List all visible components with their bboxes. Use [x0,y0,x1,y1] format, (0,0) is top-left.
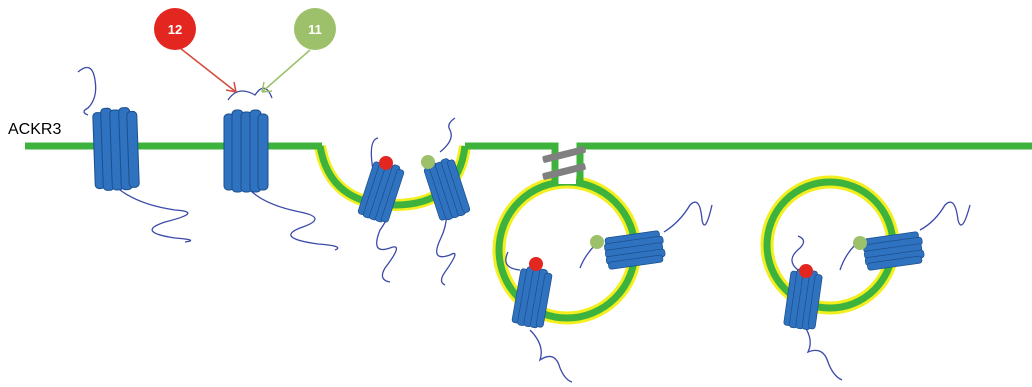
endosome-receptor-red [782,235,843,381]
pit-receptor-green [421,117,472,286]
ligand-12-endosome [799,264,813,278]
receptor-label: ACKR3 [8,121,61,138]
ackr3-receptor-unbound [77,66,192,243]
ligand-12-bound [379,156,393,170]
ligand-11-marker [294,8,336,50]
vesicle-receptor-green [579,201,713,271]
ligand-11-label: 11 [308,22,322,37]
arrow-ligand-12 [179,47,237,93]
vesicle-receptor-red [505,251,573,383]
dynamin-collar [542,146,586,180]
neck-membrane-right [576,142,1032,180]
ackr3-receptor-ligand-target [223,87,339,251]
ligand-11-endosome [853,236,867,250]
arrow-ligand-11 [261,49,311,93]
ligand-12-vesicle [529,257,543,271]
ligand-11-bound [421,155,435,169]
ligand-12-label: 12 [168,22,182,37]
ligand-12-marker [154,8,196,50]
ligand-callouts: 12 11 [154,8,336,93]
pit-receptor-red [356,137,406,283]
endosome-receptor-green [839,201,971,272]
neck-membrane-left [465,142,559,180]
ligand-11-vesicle [590,235,604,249]
